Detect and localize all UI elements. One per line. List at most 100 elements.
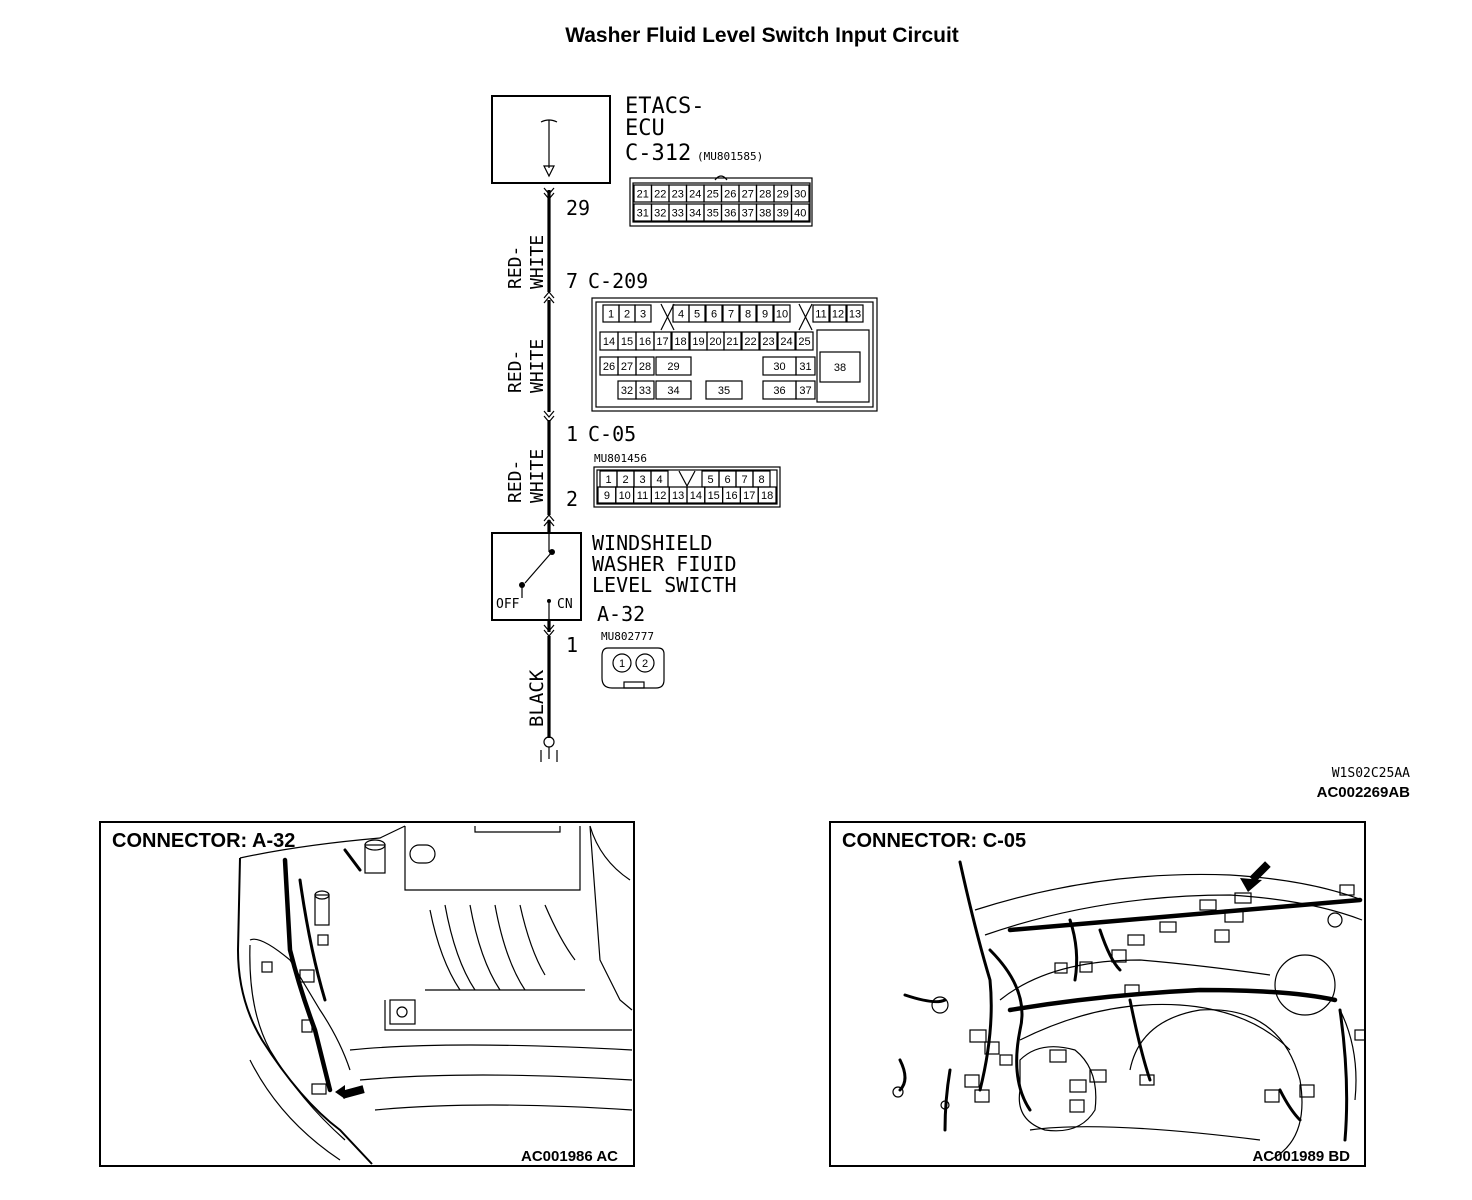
c209-pin-cell [829,304,847,323]
c05-pin-label: 8 [758,474,764,486]
c05-pin-label: 1 [605,474,611,486]
c312-pin-cell [790,203,810,222]
ecu-connector-id: C-312 [625,141,691,166]
c312-pin-label: 21 [637,189,649,201]
a32-pin-2 [635,653,655,673]
c209-pin-cell [777,331,796,351]
c312-pin-label: 23 [672,189,684,201]
c312-pin-label: 30 [794,189,806,201]
c312-pin-label: 25 [707,189,719,201]
c05-pin-bottom: 2 [566,487,578,511]
c312-pin-label: 35 [707,208,719,220]
c209-pin-cell [723,331,742,351]
panel-a32-code: AC001986 AC [521,1148,618,1165]
c209-pin-label: 4 [678,309,684,321]
wire-color-label: WHITE [527,449,548,503]
c312-pin-label: 39 [777,208,789,220]
c312-pin-label: 26 [724,189,736,201]
c209-pin-label: 17 [656,336,668,348]
c05-pin-label: 2 [622,474,628,486]
engine-bay-illustration [236,825,633,1165]
wire-color-label: RED- [505,350,526,393]
c209-pin-label: 24 [780,336,792,348]
c209-pin-cell [655,356,692,376]
c209-pin-label: 3 [640,309,646,321]
wire-label-2: RED- WHITE [505,339,548,393]
c209-pin-cell [634,304,652,323]
c209-pin-label: 36 [773,385,785,397]
c05-pin-label: 12 [654,490,666,502]
c209-pin-cell [739,304,757,323]
c209-pin-cell [812,304,830,323]
c05-pin-label: 18 [761,490,773,502]
c209-pin-label: 18 [674,336,686,348]
c209-pin-label: 31 [799,361,811,373]
c209-pin-cell [688,304,706,323]
switch-symbol [519,533,555,620]
ecu-box [491,95,611,184]
c312-pin-label: 36 [724,208,736,220]
ref-code-ac: AC002269AB [1317,784,1411,801]
c209-pin-label: 14 [603,336,615,348]
c209-pin-label: 21 [726,336,738,348]
switch-on-label: CN [557,597,573,612]
c209-pin-label: 6 [711,309,717,321]
c209-pin-label: 28 [639,361,651,373]
c209-pin-cell [759,331,778,351]
c05-pin-cell [757,486,777,504]
c209-pin-label: 34 [667,385,679,397]
c312-pin-label: 24 [689,189,701,201]
c209-pin-cell [773,304,791,323]
diagram-title: Washer Fluid Level Switch Input Circuit [565,24,959,47]
wire-color-label: RED- [505,246,526,289]
c05-connector-id: C-05 [588,422,636,446]
ecu-label-line2: ECU [625,116,665,141]
c312-pin-label: 32 [654,208,666,220]
c209-pin-label: 33 [639,385,651,397]
c209-pin-label: 23 [762,336,774,348]
c209-pin-label: 8 [745,309,751,321]
c209-pin-label: 11 [815,309,826,321]
c209-pin-label: 25 [798,336,810,348]
c209-connector-id: C-209 [588,269,648,293]
c05-pin-label: 6 [724,474,730,486]
wire-color-label: WHITE [527,235,548,289]
wire-label-3: RED- WHITE [505,449,548,503]
ecu-internal-symbol [540,119,558,178]
c209-pin-cell [795,380,816,400]
wire-color-label: WHITE [527,339,548,393]
c05-pin-top: 1 [566,422,578,446]
panel-c05-code: AC001989 BD [1252,1148,1350,1165]
wire-color-label: BLACK [526,669,548,727]
c209-pin-label: 2 [624,309,630,321]
wire-label-4: BLACK [526,669,548,727]
c209-pin-cell [635,356,655,376]
switch-off-label: OFF [496,597,520,612]
c209-pin-cell [653,331,672,351]
c209-pin-label: 19 [692,336,704,348]
c05-pin-label: 14 [690,490,702,502]
c209-pin-label: 12 [832,309,844,321]
c312-pin-label: 38 [759,208,771,220]
c209-pin-label: 7 [728,309,734,321]
c209-pin-cell [741,331,760,351]
arrow-icon [1240,878,1262,892]
connector-chevrons [543,187,555,637]
c312-pin-cell [790,184,810,203]
panel-a32: CONNECTOR: A-32 AC001986 AC [99,821,635,1167]
c209-pin-cell [722,304,740,323]
c209-pin-label: 22 [744,336,756,348]
c209-pin-label: 30 [773,361,785,373]
c312-pin-label: 22 [654,189,666,201]
c312-pin-label: 37 [742,208,754,220]
c209-pin-label: 15 [621,336,633,348]
c209-pin-cell [635,380,655,400]
c209-pin-cell [671,331,690,351]
c312-pin-label: 33 [672,208,684,220]
wire-label-1: RED- WHITE [505,235,548,289]
wire-color-label: RED- [505,460,526,503]
